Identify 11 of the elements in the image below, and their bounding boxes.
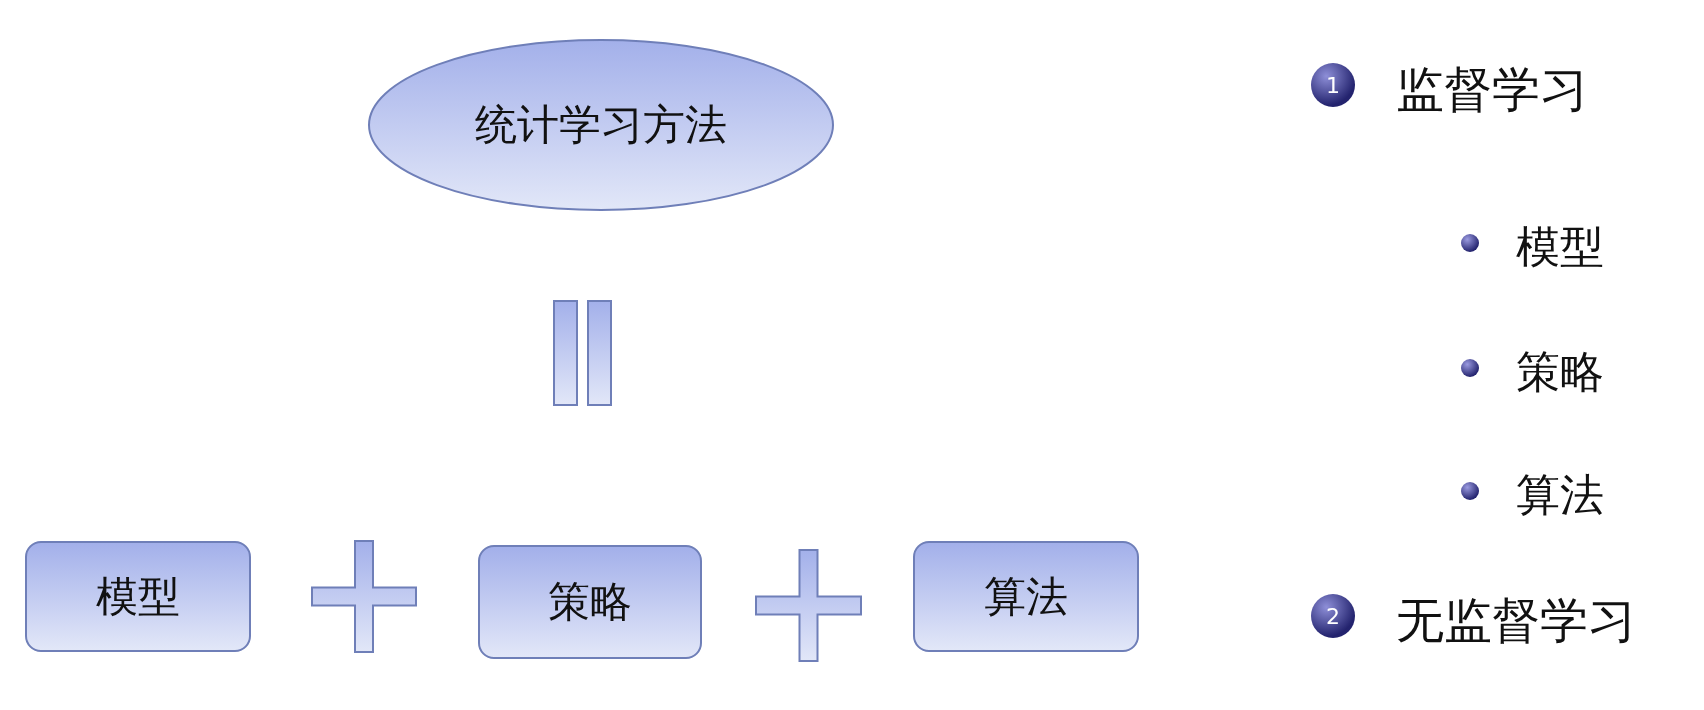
list-heading: 监督学习: [1396, 60, 1588, 119]
rounded-box: 策略: [478, 545, 702, 659]
numbered-bullet: 2: [1311, 594, 1355, 638]
rounded-box: 算法: [913, 541, 1139, 652]
list-item: 算法: [1516, 468, 1604, 522]
numbered-bullet: 1: [1311, 63, 1355, 107]
list-item: 模型: [1516, 220, 1604, 274]
list-heading: 无监督学习: [1396, 591, 1636, 650]
rounded-box: 模型: [25, 541, 251, 652]
oval-node: 统计学习方法: [367, 38, 835, 212]
list-item: 策略: [1516, 345, 1604, 399]
